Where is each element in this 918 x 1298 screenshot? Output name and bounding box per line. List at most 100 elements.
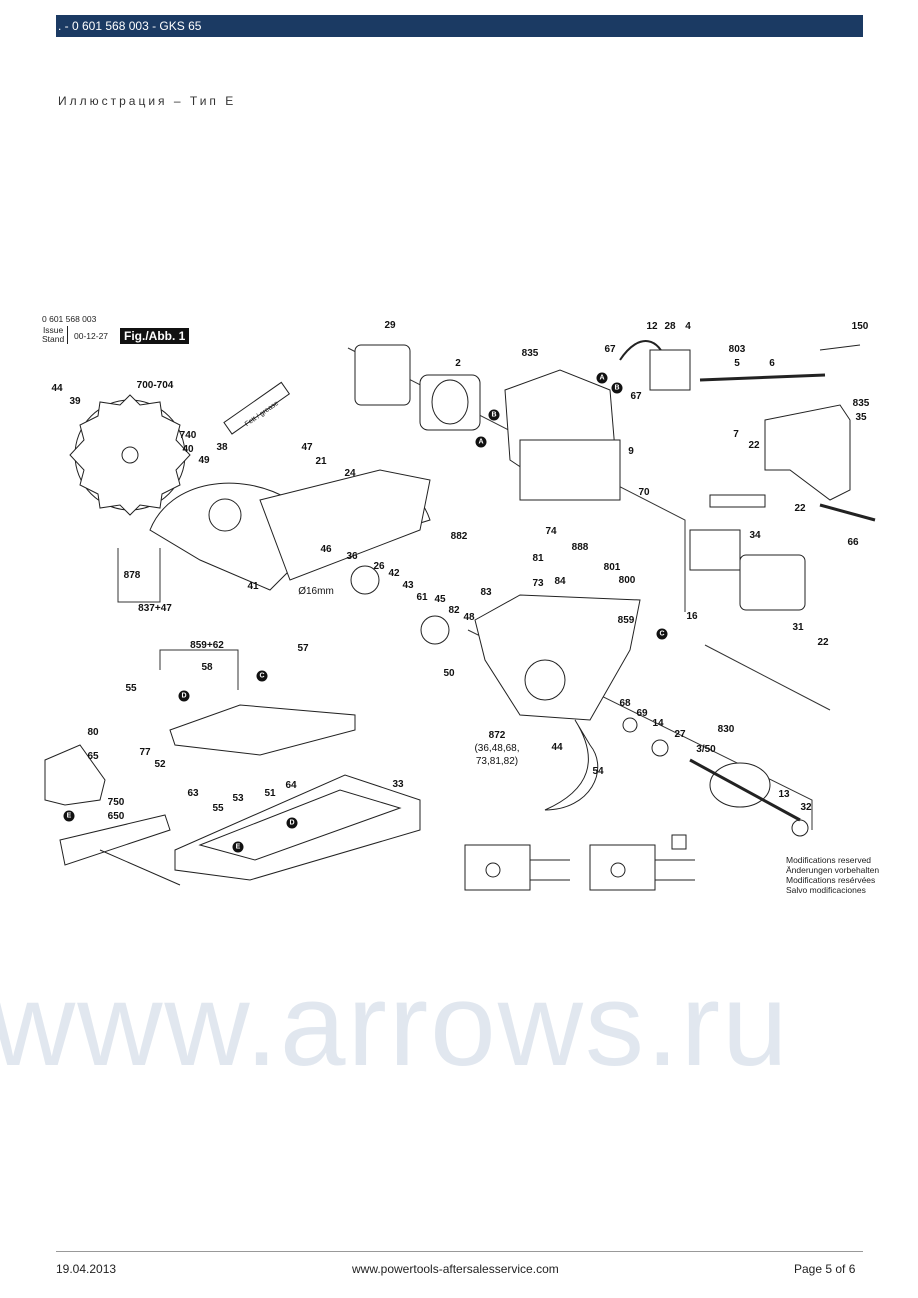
part-callout: 52	[154, 759, 166, 770]
part-callout: 801	[603, 562, 621, 573]
part-callout: 70	[638, 487, 650, 498]
part-callout: 22	[794, 503, 806, 514]
connection-badge: B	[611, 382, 623, 394]
figure-label: Fig./Abb. 1	[120, 328, 190, 344]
watermark: www.arrows.ru	[0, 959, 790, 1091]
part-callout: 51	[264, 788, 276, 799]
connection-badge: A	[596, 372, 608, 384]
part-callout: 53	[232, 793, 244, 804]
part-callout: 9	[628, 446, 634, 457]
document-title: . - 0 601 568 003 - GKS 65	[58, 19, 202, 33]
part-callout: 34	[749, 530, 761, 541]
part-callout: 150	[851, 321, 869, 332]
part-callout: 859	[617, 615, 635, 626]
part-callout: 77	[139, 747, 151, 758]
footer-date: 19.04.2013	[56, 1262, 117, 1276]
saw-blade-drawing	[69, 394, 191, 516]
part-callout: 7	[733, 429, 739, 440]
part-callout: 803	[728, 344, 746, 355]
part-callout: 42	[388, 568, 400, 579]
part-callout: 73	[532, 578, 544, 589]
part-callout: 22	[817, 637, 829, 648]
motor-housing-drawing	[504, 369, 621, 501]
part-callout: 49	[198, 455, 210, 466]
part-callout: 835	[852, 398, 870, 409]
part-callout: 73,81,82)	[475, 756, 519, 767]
part-callout: 44	[551, 742, 563, 753]
part-callout: 12	[646, 321, 658, 332]
part-callout: 878	[123, 570, 141, 581]
part-callout: 800	[618, 575, 636, 586]
illustration-subtitle: Иллюстрация – Тип E	[58, 94, 237, 108]
part-callout: 67	[630, 391, 642, 402]
issue-date: 00-12-27	[74, 331, 109, 341]
part-callout: 44	[51, 383, 63, 394]
issue-label: Issue	[42, 325, 64, 335]
footer-page: Page 5 of 6	[794, 1262, 856, 1276]
part-callout: 46	[320, 544, 332, 555]
part-callout: 57	[297, 643, 309, 654]
part-callout: 80	[87, 727, 99, 738]
part-callout: 82	[448, 605, 460, 616]
part-callout: 68	[619, 698, 631, 709]
base-plate-drawing	[174, 774, 421, 881]
part-callout: 24	[344, 468, 356, 479]
part-callout: 835	[521, 348, 539, 359]
part-callout: 837+47	[138, 603, 172, 614]
footer-url[interactable]: www.powertools-aftersalesservice.com	[352, 1262, 559, 1276]
part-callout: 38	[216, 442, 228, 453]
part-callout: 55	[125, 683, 137, 694]
connection-badge: D	[286, 817, 298, 829]
part-callout: 84	[554, 576, 566, 587]
part-callout: 740	[179, 430, 197, 441]
connection-badge: C	[256, 670, 268, 682]
part-callout: 29	[384, 320, 396, 331]
part-callout: 69	[636, 708, 648, 719]
part-callout: 21	[315, 456, 327, 467]
part-callout: 650	[107, 811, 125, 822]
part-callout: Ø16mm	[298, 586, 334, 597]
part-callout: 35	[855, 412, 867, 423]
modifications-es: Salvo modificaciones	[786, 885, 866, 895]
modifications-de: Änderungen vorbehalten	[786, 865, 880, 875]
modifications-note: Modifications reserved Änderungen vorbeh…	[786, 855, 879, 895]
modifications-fr: Modifications resérvées	[786, 875, 876, 885]
part-callout: 26	[373, 561, 385, 572]
part-callout: 31	[792, 622, 804, 633]
part-callout: 63	[187, 788, 199, 799]
part-callout: 882	[450, 531, 468, 542]
part-callout: 50	[443, 668, 455, 679]
part-callout: 32	[800, 802, 812, 813]
document-header-bar: . - 0 601 568 003 - GKS 65	[56, 15, 863, 37]
part-callout: 16	[686, 611, 698, 622]
connection-badge: B	[488, 409, 500, 421]
part-callout: 39	[69, 396, 81, 407]
part-callout: 74	[545, 526, 557, 537]
part-callout: 13	[778, 789, 790, 800]
part-callout: 81	[532, 553, 544, 564]
circuit-diagram-left	[464, 844, 570, 891]
connection-badge: A	[475, 436, 487, 448]
part-callout: 65	[87, 751, 99, 762]
part-callout: (36,48,68,	[474, 743, 520, 754]
part-callout: 872	[488, 730, 506, 741]
footer-divider	[56, 1251, 863, 1252]
connection-badge: D	[178, 690, 190, 702]
part-callout: 61	[416, 592, 428, 603]
armature-drawing	[689, 758, 801, 822]
part-callout: 3/50	[696, 744, 716, 755]
connection-badge: E	[232, 841, 244, 853]
part-callout: 888	[571, 542, 589, 553]
circuit-diagram-right	[589, 834, 695, 891]
grease-tube-drawing	[223, 381, 291, 435]
part-callout: 47	[301, 442, 313, 453]
part-callout: 48	[463, 612, 475, 623]
part-callout: 859+62	[190, 640, 224, 651]
part-callout: 27	[674, 729, 686, 740]
part-callout: 5	[734, 358, 740, 369]
connection-badge: E	[63, 810, 75, 822]
part-callout: 64	[285, 780, 297, 791]
part-callout: 67	[604, 344, 616, 355]
modifications-en: Modifications reserved	[786, 855, 872, 865]
